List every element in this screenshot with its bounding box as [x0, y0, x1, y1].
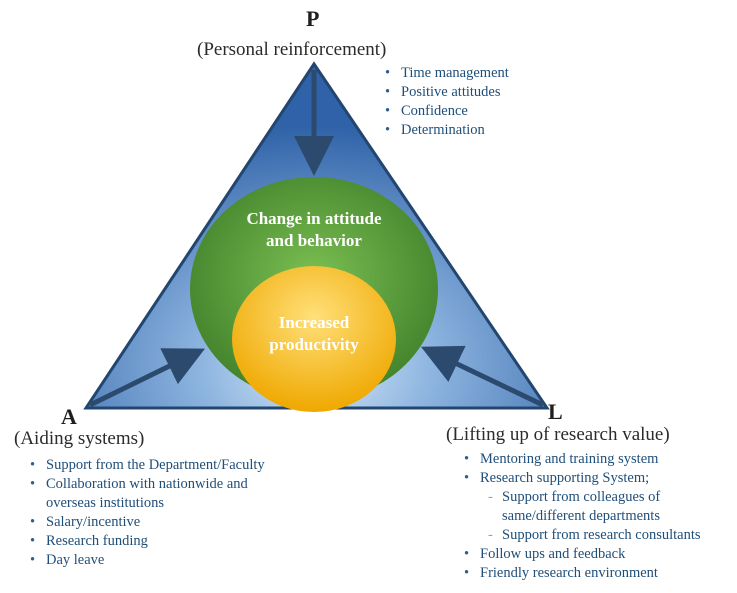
- list-item: Collaboration with nationwide and: [28, 475, 265, 494]
- vertex-l-letter: L: [548, 399, 563, 424]
- vertex-a-letter: A: [61, 404, 77, 429]
- list-item: Friendly research environment: [462, 564, 701, 583]
- inner-circle-label: Increased productivity: [234, 312, 394, 356]
- outer-circle-label: Change in attitude and behavior: [214, 208, 414, 252]
- arrow-from-l: [420, 345, 545, 408]
- list-item: Research funding: [28, 532, 265, 551]
- l-factors-list: Mentoring and training system Research s…: [462, 450, 701, 583]
- a-factors-list: Support from the Department/Faculty Coll…: [28, 456, 265, 570]
- list-item: Positive attitudes: [383, 83, 509, 102]
- vertex-p-caption: (Personal reinforcement): [197, 39, 387, 60]
- list-item: Time management: [383, 64, 509, 83]
- list-item-continuation: overseas institutions: [46, 495, 165, 511]
- inner-circle-label-line1: Increased: [278, 313, 350, 332]
- list-item: Day leave: [28, 551, 265, 570]
- list-item: Confidence: [383, 102, 509, 121]
- outer-circle-label-line1: Change in attitude: [246, 209, 382, 228]
- arrow-from-a: [88, 348, 205, 408]
- vertex-a-caption: (Aiding systems): [14, 428, 145, 449]
- sub-list-item: Support from research consultants: [462, 526, 701, 545]
- list-item: Research supporting System;: [462, 469, 701, 488]
- vertex-p-letter: P: [306, 6, 320, 31]
- list-item: Follow ups and feedback: [462, 545, 701, 564]
- list-item: Support from the Department/Faculty: [28, 456, 265, 475]
- inner-circle: [232, 266, 396, 412]
- list-item: Mentoring and training system: [462, 450, 701, 469]
- vertex-l-caption: (Lifting up of research value): [446, 424, 670, 445]
- sub-list-item-continuation: same/different departments: [502, 508, 660, 524]
- list-item: Salary/incentive: [28, 513, 265, 532]
- sub-list-item: Support from colleagues of: [462, 488, 701, 507]
- p-factors-list: Time management Positive attitudes Confi…: [383, 64, 509, 140]
- list-item: Determination: [383, 121, 509, 140]
- inner-circle-label-line2: productivity: [269, 335, 359, 354]
- outer-circle-label-line2: and behavior: [266, 231, 362, 250]
